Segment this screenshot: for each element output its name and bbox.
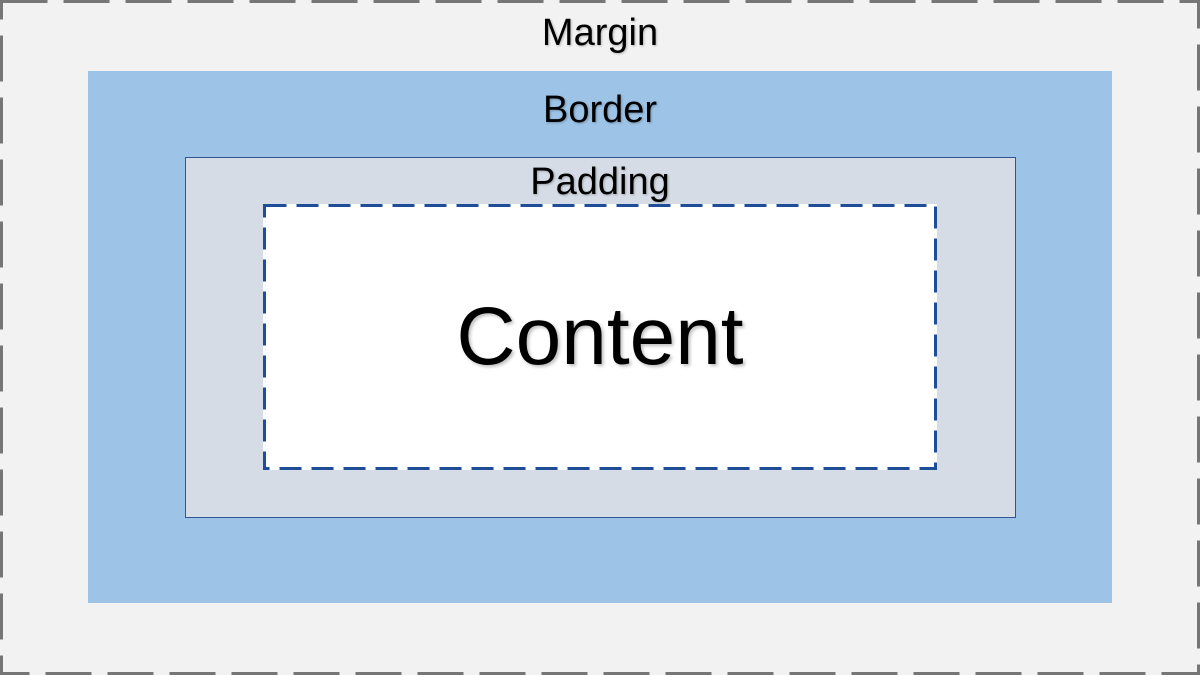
border-label: Border [542,89,658,131]
padding-label: Padding [530,161,670,203]
content-dashed-outline [263,204,937,470]
margin-label: Margin [541,12,659,54]
content-label: Content [456,291,744,382]
content-box [263,204,937,470]
